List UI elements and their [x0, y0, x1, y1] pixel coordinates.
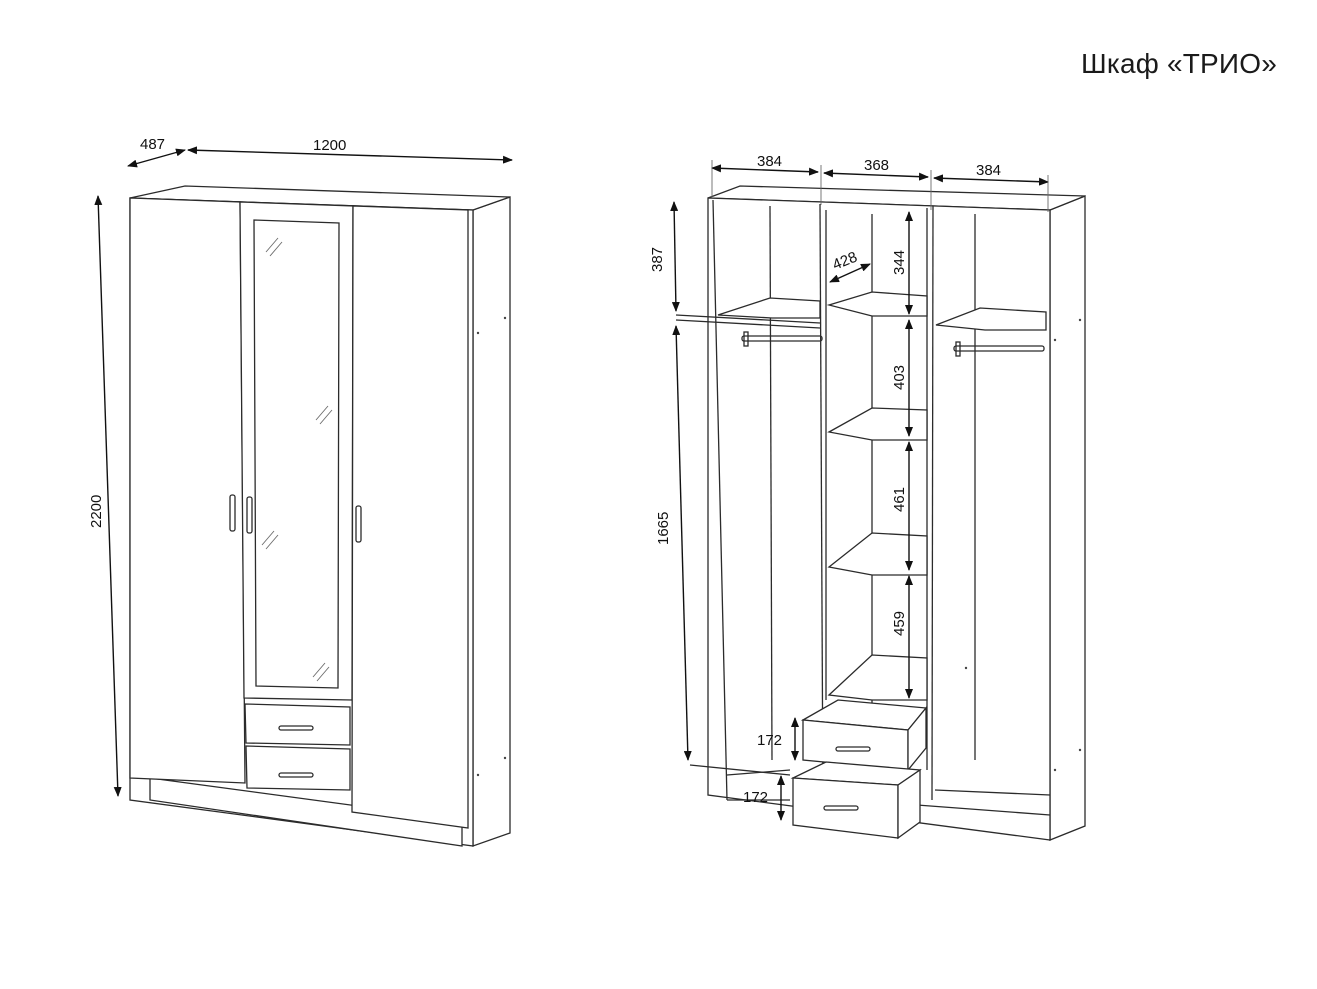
drawer-lower	[245, 745, 351, 791]
door-handle-right	[355, 505, 362, 543]
dim-top-compartment-label: 387	[649, 247, 666, 272]
interior-side-panel	[1049, 195, 1086, 841]
dim-shelf-1-label: 344	[891, 250, 908, 275]
door-handle-left	[229, 494, 236, 532]
right-door	[351, 205, 469, 829]
dim-left-section-label: 384	[757, 153, 782, 170]
dim-drawer-2-label: 172	[743, 789, 768, 806]
interior-back	[707, 197, 1051, 841]
drawer-lower-side	[897, 768, 921, 840]
drawer-handle-upper	[278, 725, 314, 731]
drawer-upper	[244, 703, 351, 746]
shelf-top-left	[717, 297, 821, 319]
drawer-lower-handle	[823, 805, 859, 811]
dim-shelf-4-label: 459	[891, 611, 908, 636]
dim-shelf-3-label: 461	[891, 487, 908, 512]
dim-hanging-height-label: 1665	[655, 512, 672, 545]
dim-width-label: 1200	[313, 137, 346, 154]
mirror-reflection-marks	[261, 237, 333, 682]
dim-shelf-2-label: 403	[891, 365, 908, 390]
hanging-rod-left	[741, 335, 823, 342]
left-door	[129, 197, 246, 784]
mirror	[253, 219, 340, 689]
interior-view: 384 368 384 387 1665 428 344 403 461 459…	[649, 153, 1086, 841]
shelf-middle-3	[827, 532, 928, 576]
drawer-lower-front	[792, 777, 899, 839]
hanging-rod-right	[953, 345, 1045, 352]
door-handle-middle	[246, 496, 253, 534]
drawer-upper-handle	[835, 746, 871, 752]
dim-depth-label: 487	[140, 136, 165, 153]
dim-right-section-label: 384	[976, 162, 1001, 179]
drawer-handle-lower	[278, 772, 314, 778]
dim-drawer-1-label: 172	[757, 732, 782, 749]
shelf-middle-1	[826, 291, 928, 317]
dim-height-label: 2200	[88, 495, 105, 528]
shelf-middle-2	[827, 407, 928, 441]
page-title: Шкаф «ТРИО»	[1081, 48, 1277, 79]
front-view: 487 1200 2200	[88, 136, 513, 847]
dim-middle-section-label: 368	[864, 157, 889, 174]
front-side-panel	[472, 196, 511, 847]
shelf-top-right	[935, 307, 1047, 331]
drawer-upper-side	[907, 706, 927, 772]
shelf-middle-4	[827, 654, 928, 701]
